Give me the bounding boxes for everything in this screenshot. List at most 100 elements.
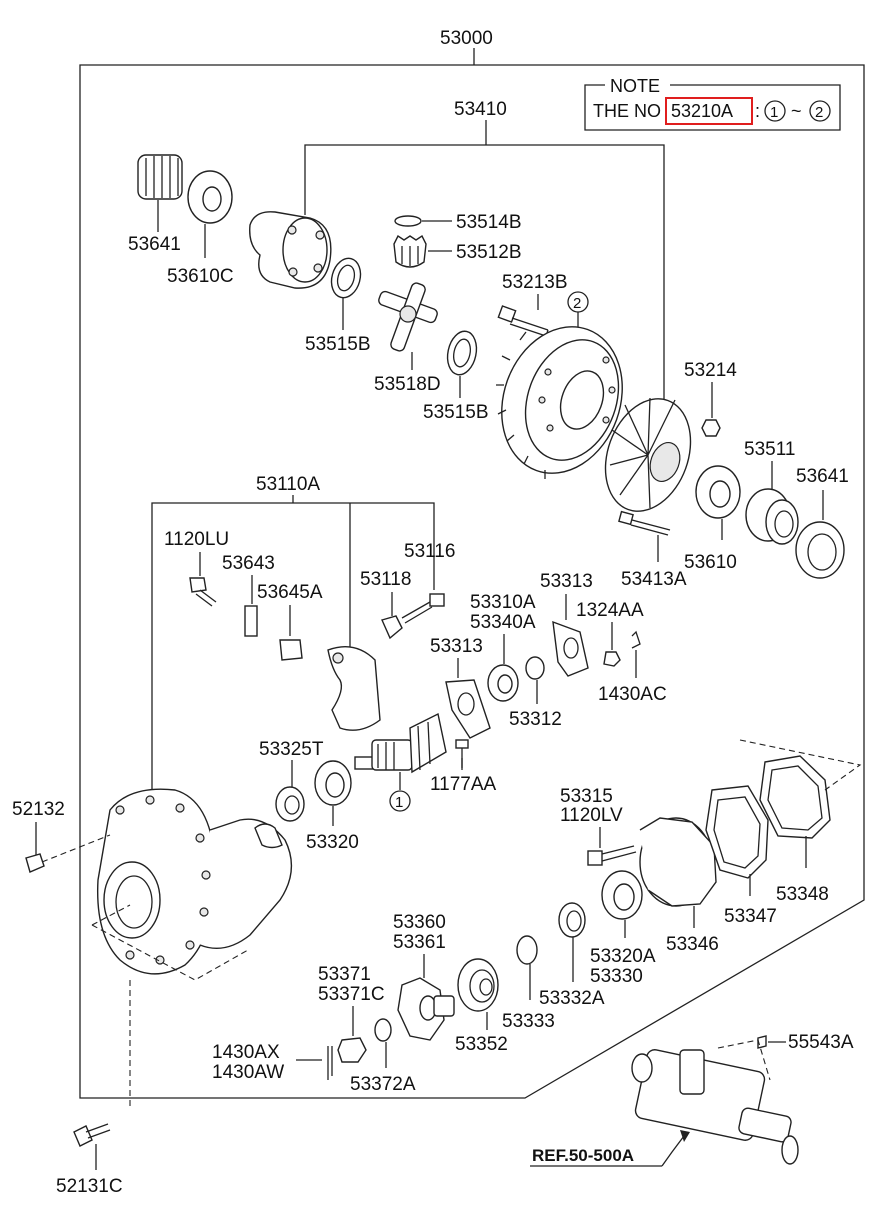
note-highlighted-part: 53210A xyxy=(671,101,733,121)
label-53515B-right: 53515B xyxy=(423,402,489,423)
gasket-icon xyxy=(552,620,589,677)
label-53000: 53000 xyxy=(440,28,493,49)
label-53410: 53410 xyxy=(454,99,507,120)
label-53610C: 53610C xyxy=(167,266,234,287)
label-53514B: 53514B xyxy=(456,212,522,233)
bearing-icon xyxy=(601,870,643,920)
axle-assembly-icon xyxy=(631,1049,799,1165)
note-prefix: THE NO xyxy=(593,101,661,121)
label-53360: 53360 xyxy=(393,912,446,933)
label-53641-right: 53641 xyxy=(796,466,849,487)
label-1120LV: 1120LV xyxy=(560,805,623,826)
note-box: NOTE THE NO 53210A : 1 ~ 2 xyxy=(584,76,841,131)
label-52132: 52132 xyxy=(12,799,65,820)
retainer-icon xyxy=(639,817,717,907)
label-53643: 53643 xyxy=(222,553,275,574)
label-53372A: 53372A xyxy=(350,1074,416,1095)
side-washer-icon xyxy=(446,330,478,376)
label-1430AX: 1430AX xyxy=(212,1042,280,1063)
label-53320A: 53320A xyxy=(590,946,656,967)
label-53325T: 53325T xyxy=(259,739,324,760)
label-53110A: 53110A xyxy=(256,474,320,495)
arrow-icon xyxy=(680,1130,690,1142)
synchro-ring-icon xyxy=(795,521,845,579)
label-53312: 53312 xyxy=(509,709,562,730)
washer-icon xyxy=(374,1018,392,1042)
label-52131C: 52131C xyxy=(56,1176,123,1197)
label-53371C: 53371C xyxy=(318,984,385,1005)
label-53313-right: 53313 xyxy=(540,571,593,592)
bevel-gear-icon xyxy=(604,397,692,512)
label-53213B: 53213B xyxy=(502,272,568,293)
ring-gear-icon xyxy=(496,326,623,479)
differential-case-icon xyxy=(249,211,332,289)
label-53413A: 53413A xyxy=(621,569,687,590)
label-53310A: 53310A xyxy=(470,592,536,613)
note-range-end: 2 xyxy=(815,104,823,121)
label-1324AA: 1324AA xyxy=(576,600,644,621)
bearing-icon xyxy=(187,170,233,224)
label-53118: 53118 xyxy=(360,569,411,590)
label-53371: 53371 xyxy=(318,964,371,985)
spider-cross-icon xyxy=(378,282,438,352)
cover-icon xyxy=(759,755,831,839)
label-53116: 53116 xyxy=(404,541,455,562)
assembly-frame xyxy=(79,64,865,1099)
nut-icon xyxy=(337,1037,367,1063)
label-53332A: 53332A xyxy=(539,988,605,1009)
label-53313-left: 53313 xyxy=(430,636,483,657)
split-pin-icon xyxy=(327,1046,333,1080)
label-53515B-left: 53515B xyxy=(305,334,371,355)
oil-seal-icon xyxy=(525,656,545,680)
synchro-ring-icon xyxy=(137,154,183,200)
oil-seal-icon xyxy=(558,902,586,938)
label-circle-2: 2 xyxy=(573,295,581,312)
label-53641-top: 53641 xyxy=(128,234,181,255)
side-washer-icon xyxy=(330,257,362,299)
bolt-icon xyxy=(497,305,549,337)
label-53645A: 53645A xyxy=(257,582,323,603)
pinion-gear-icon xyxy=(393,234,427,268)
note-title: NOTE xyxy=(610,76,660,96)
gasket-icon xyxy=(445,679,491,739)
bearing-icon xyxy=(314,760,352,806)
nut-icon xyxy=(603,651,621,667)
clip-icon xyxy=(279,639,303,661)
svg-text::: : xyxy=(755,101,760,121)
ref-label[interactable]: REF.50-500A xyxy=(532,1146,634,1165)
label-53361: 53361 xyxy=(393,932,446,953)
label-53511: 53511 xyxy=(744,439,795,460)
bolt-icon xyxy=(587,845,637,866)
companion-flange-icon xyxy=(397,977,455,1041)
note-range-start: 1 xyxy=(770,104,778,121)
dust-cover-icon xyxy=(457,958,499,1012)
label-53347: 53347 xyxy=(724,906,777,927)
label-1177AA: 1177AA xyxy=(430,774,497,795)
label-55543A: 55543A xyxy=(788,1032,854,1053)
label-circle-1: 1 xyxy=(395,794,403,811)
spacer-icon xyxy=(516,935,538,965)
bolt-icon xyxy=(401,593,445,624)
sleeve-icon xyxy=(745,488,799,545)
label-53320: 53320 xyxy=(306,832,359,853)
label-1430AC: 1430AC xyxy=(598,684,667,705)
label-53518D: 53518D xyxy=(374,374,441,395)
thrust-washer-icon xyxy=(394,215,422,227)
bearing-cone-icon xyxy=(275,786,305,822)
label-1120LU: 1120LU xyxy=(164,529,229,550)
label-53346: 53346 xyxy=(666,934,719,955)
plate-icon xyxy=(244,605,258,637)
bearing-icon xyxy=(695,465,741,519)
label-53352: 53352 xyxy=(455,1034,508,1055)
note-highlight-box xyxy=(665,97,753,125)
label-53512B: 53512B xyxy=(456,242,522,263)
label-53214: 53214 xyxy=(684,360,737,381)
note-range-sep: ~ xyxy=(791,101,802,121)
label-53340A: 53340A xyxy=(470,612,536,633)
lock-plate-icon xyxy=(381,615,403,640)
label-53333: 53333 xyxy=(502,1011,555,1032)
drive-pinion-icon xyxy=(354,712,447,774)
label-53315: 53315 xyxy=(560,786,613,807)
